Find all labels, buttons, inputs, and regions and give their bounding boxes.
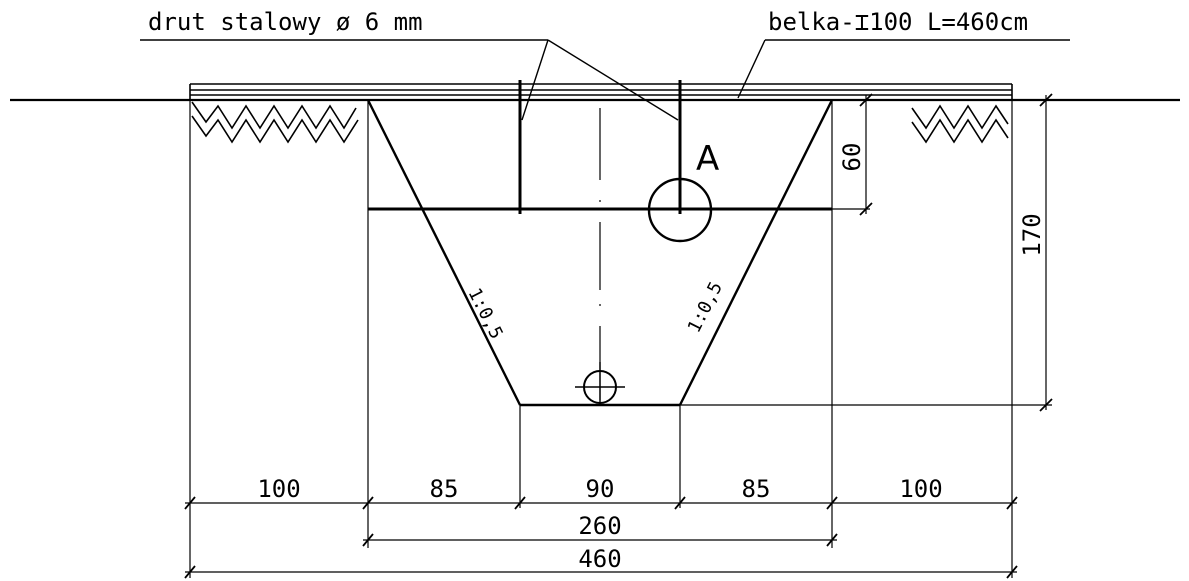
dim-left-margin: 100 (257, 475, 300, 503)
section-mark-a: A (696, 139, 719, 179)
leader-lines (140, 39, 1070, 121)
dim-right-margin: 100 (899, 475, 942, 503)
dim-total-depth-value: 170 (1018, 213, 1046, 256)
wire-label: drut stalowy ø 6 mm (148, 8, 423, 36)
dim-bottom-width: 90 (586, 475, 615, 503)
soil-hatch-right (911, 104, 1009, 144)
extension-lines (189, 99, 1052, 578)
soil-hatch-left (191, 101, 359, 144)
dimension-total-depth (1039, 93, 1053, 412)
dim-left-slope: 85 (430, 475, 459, 503)
dim-right-slope: 85 (742, 475, 771, 503)
beam-label: belka-⌶100 L=460cm (768, 8, 1028, 36)
pipe-lower-circle (575, 362, 625, 405)
pipe-upper-circle (647, 177, 713, 243)
dimension-upper-depth (859, 93, 873, 216)
dim-upper-depth-value: 60 (838, 143, 866, 172)
dimension-inner-width (362, 533, 838, 547)
dimension-overall-width (184, 565, 1018, 579)
dim-inner-width-value: 260 (578, 512, 621, 540)
slope-label-right: 1:0,5 (684, 278, 727, 336)
slope-label-left: 1:0,5 (464, 285, 507, 343)
steel-beam (189, 83, 1013, 100)
dimension-chain-bottom (184, 496, 1018, 510)
dim-overall-width-value: 460 (578, 545, 621, 573)
